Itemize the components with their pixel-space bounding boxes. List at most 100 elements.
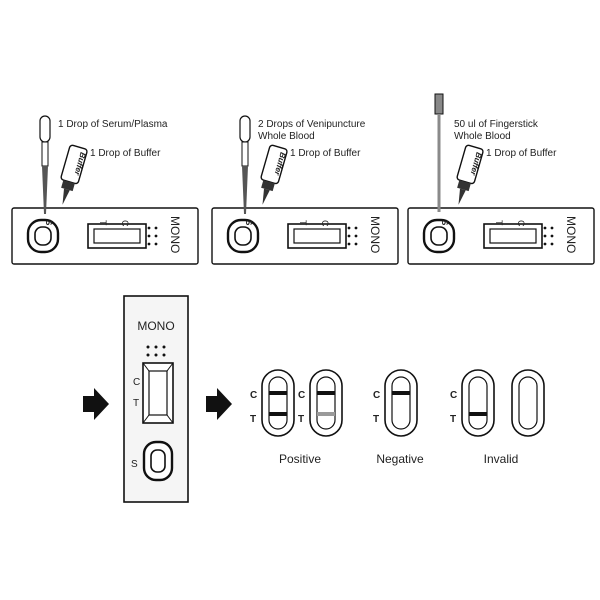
window-bevel: [142, 414, 150, 424]
buffer-volume-label: 1 Drop of Buffer: [90, 148, 161, 159]
control-line-letter: C: [373, 390, 380, 401]
enlarged-result-window-inner: [148, 370, 168, 416]
indicator-dot: [550, 242, 554, 246]
dropper-bulb: [39, 115, 51, 143]
result-label: Negative: [376, 452, 424, 466]
sample-well-label: S: [44, 220, 53, 226]
indicator-dot: [154, 234, 158, 238]
enlarged-sample-well-outer: [142, 440, 174, 482]
indicator-dot: [550, 234, 554, 238]
sample-well-outer: [422, 218, 456, 254]
indicator-dot: [147, 242, 151, 246]
enlarged-control-letter: C: [133, 377, 140, 388]
indicator-dot: [162, 345, 166, 349]
indicator-dot: [347, 234, 351, 238]
enlarged-cassette: MONO CT S: [83, 295, 232, 503]
step-2: S T C MONO Buffer 2 Drops of VenipunctureWhol…: [211, 115, 399, 265]
indicator-dot: [162, 353, 166, 357]
strip-inner: [468, 376, 488, 430]
control-line-letter: C: [320, 220, 330, 227]
cassette-body: [407, 207, 595, 265]
test-line-letter: T: [494, 220, 504, 226]
indicator-dot: [147, 226, 151, 230]
window-bevel: [142, 362, 150, 372]
indicator-dot: [354, 242, 358, 246]
result-window-inner: [489, 228, 537, 244]
indicator-dot: [146, 353, 150, 357]
indicator-dot: [146, 345, 150, 349]
control-line: [317, 391, 335, 395]
indicator-dot: [154, 242, 158, 246]
buffer-bottle: Buffer: [456, 144, 484, 205]
enlarged-cassette-brand: MONO: [137, 319, 174, 333]
sample-well-outer: [226, 218, 260, 254]
arrow-right-icon: [206, 388, 232, 420]
sample-well-inner: [430, 226, 448, 246]
result-window-outer: [87, 223, 147, 249]
dropper-stem: [241, 141, 249, 167]
indicator-dot: [543, 242, 547, 246]
bottle-neck: [61, 180, 75, 192]
result-window-inner: [93, 228, 141, 244]
enlarged-sample-well-inner: [150, 449, 166, 473]
indicator-dot: [154, 353, 158, 357]
control-line-letter: C: [120, 220, 130, 227]
control-line-letter: C: [298, 390, 305, 401]
enlarged-test-letter: T: [133, 398, 139, 409]
test-line: [469, 412, 487, 416]
dropper-tip: [242, 166, 248, 214]
window-bevel: [166, 414, 174, 424]
test-line: [317, 412, 335, 416]
result-strip: CT: [298, 369, 343, 437]
indicator-dot: [347, 242, 351, 246]
strip-inner: [391, 376, 411, 430]
control-line: [269, 391, 287, 395]
sample-well-outer: [26, 218, 60, 254]
sample-well-label: S: [440, 220, 449, 226]
control-line-letter: C: [516, 220, 526, 227]
strip-inner: [518, 376, 538, 430]
buffer-volume-label: 1 Drop of Buffer: [486, 148, 557, 159]
test-line-letter: T: [250, 414, 256, 425]
strip-inner: [268, 376, 288, 430]
result-window-outer: [483, 223, 543, 249]
enlarged-sample-letter: S: [131, 459, 138, 470]
arrow-right-icon: [83, 388, 109, 420]
buffer-volume-label: 1 Drop of Buffer: [290, 148, 361, 159]
sample-volume-label: Whole Blood: [454, 131, 511, 142]
sample-volume-label: 50 ul of Fingerstick: [454, 119, 539, 130]
bottle-nozzle: [62, 188, 70, 205]
sample-volume-label: 2 Drops of Venipuncture: [258, 119, 366, 130]
capillary-plunger: [434, 93, 444, 115]
test-line-letter: T: [373, 414, 379, 425]
sample-volume-label: Whole Blood: [258, 131, 315, 142]
control-line: [392, 391, 410, 395]
bottle-nozzle: [458, 188, 466, 205]
test-line: [269, 412, 287, 416]
cassette-body: [211, 207, 399, 265]
bottle-neck: [261, 180, 275, 192]
dropper-stem: [41, 141, 49, 167]
control-line-letter: C: [450, 390, 457, 401]
sample-well-inner: [234, 226, 252, 246]
cassette-brand: MONO: [168, 216, 182, 253]
strip-inner: [316, 376, 336, 430]
test-line-letter: T: [298, 220, 308, 226]
window-bevel: [166, 362, 174, 372]
result-window-outer: [287, 223, 347, 249]
test-line-letter: T: [98, 220, 108, 226]
sample-well-label: S: [244, 220, 253, 226]
indicator-dot: [147, 234, 151, 238]
cassette-brand: MONO: [368, 216, 382, 253]
indicator-dot: [354, 226, 358, 230]
buffer-bottle: Buffer: [260, 144, 288, 205]
result-strip: CT: [373, 369, 418, 437]
test-line-letter: T: [298, 414, 304, 425]
